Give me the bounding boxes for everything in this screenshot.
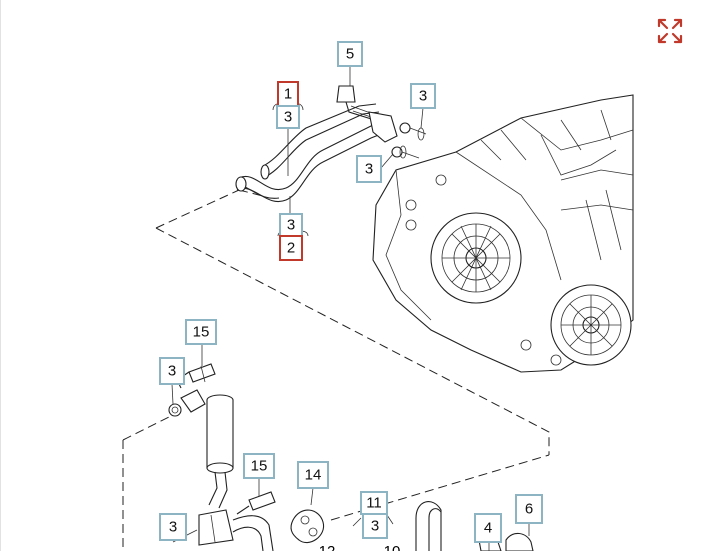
- callout-3-middle: 3: [356, 155, 382, 183]
- svg-text:3: 3: [168, 363, 176, 380]
- svg-text:12: 12: [319, 543, 336, 551]
- assembly-boundary-lower: [122, 411, 550, 551]
- callout-6: 6: [515, 494, 543, 524]
- svg-text:10: 10: [384, 543, 401, 551]
- svg-text:15: 15: [193, 324, 210, 341]
- transmission-housing: [372, 94, 634, 373]
- svg-text:6: 6: [525, 501, 533, 518]
- svg-text:14: 14: [305, 467, 322, 484]
- callout-5: 5: [337, 41, 363, 67]
- callout-3-upper-right: 3: [410, 83, 436, 109]
- svg-text:11: 11: [366, 495, 382, 512]
- callout-2: 2: [279, 235, 303, 261]
- callout-15-upper: 15: [185, 319, 217, 345]
- svg-text:3: 3: [371, 518, 379, 535]
- svg-text:3: 3: [169, 519, 177, 536]
- callout-4: 4: [474, 513, 502, 543]
- svg-text:1: 1: [284, 86, 292, 103]
- callout-11: 11: [360, 491, 388, 515]
- callout-3-under-1: 3: [276, 105, 300, 129]
- callout-12-partial: 12: [319, 543, 336, 551]
- callout-3-above-2: 3: [279, 213, 303, 237]
- svg-text:2: 2: [287, 240, 295, 257]
- callout-3-under-11: 3: [362, 513, 388, 539]
- svg-text:15: 15: [251, 458, 268, 475]
- svg-text:3: 3: [284, 109, 292, 126]
- callout-14: 14: [297, 461, 329, 489]
- expand-fullscreen-button[interactable]: [653, 14, 687, 48]
- svg-text:4: 4: [484, 520, 492, 537]
- expand-arrows-icon: [657, 18, 683, 44]
- callout-3-left: 3: [159, 357, 185, 385]
- svg-text:5: 5: [346, 46, 354, 63]
- svg-text:3: 3: [287, 217, 295, 234]
- callout-10-partial: 10: [384, 543, 401, 551]
- callout-1: 1: [277, 81, 299, 107]
- svg-text:3: 3: [365, 161, 373, 178]
- cooler-pipe-upper: [235, 103, 427, 203]
- callout-3-bottom-left: 3: [159, 513, 187, 541]
- lower-parts: [168, 363, 534, 551]
- svg-text:3: 3: [419, 88, 427, 105]
- callout-15-lower: 15: [243, 453, 275, 479]
